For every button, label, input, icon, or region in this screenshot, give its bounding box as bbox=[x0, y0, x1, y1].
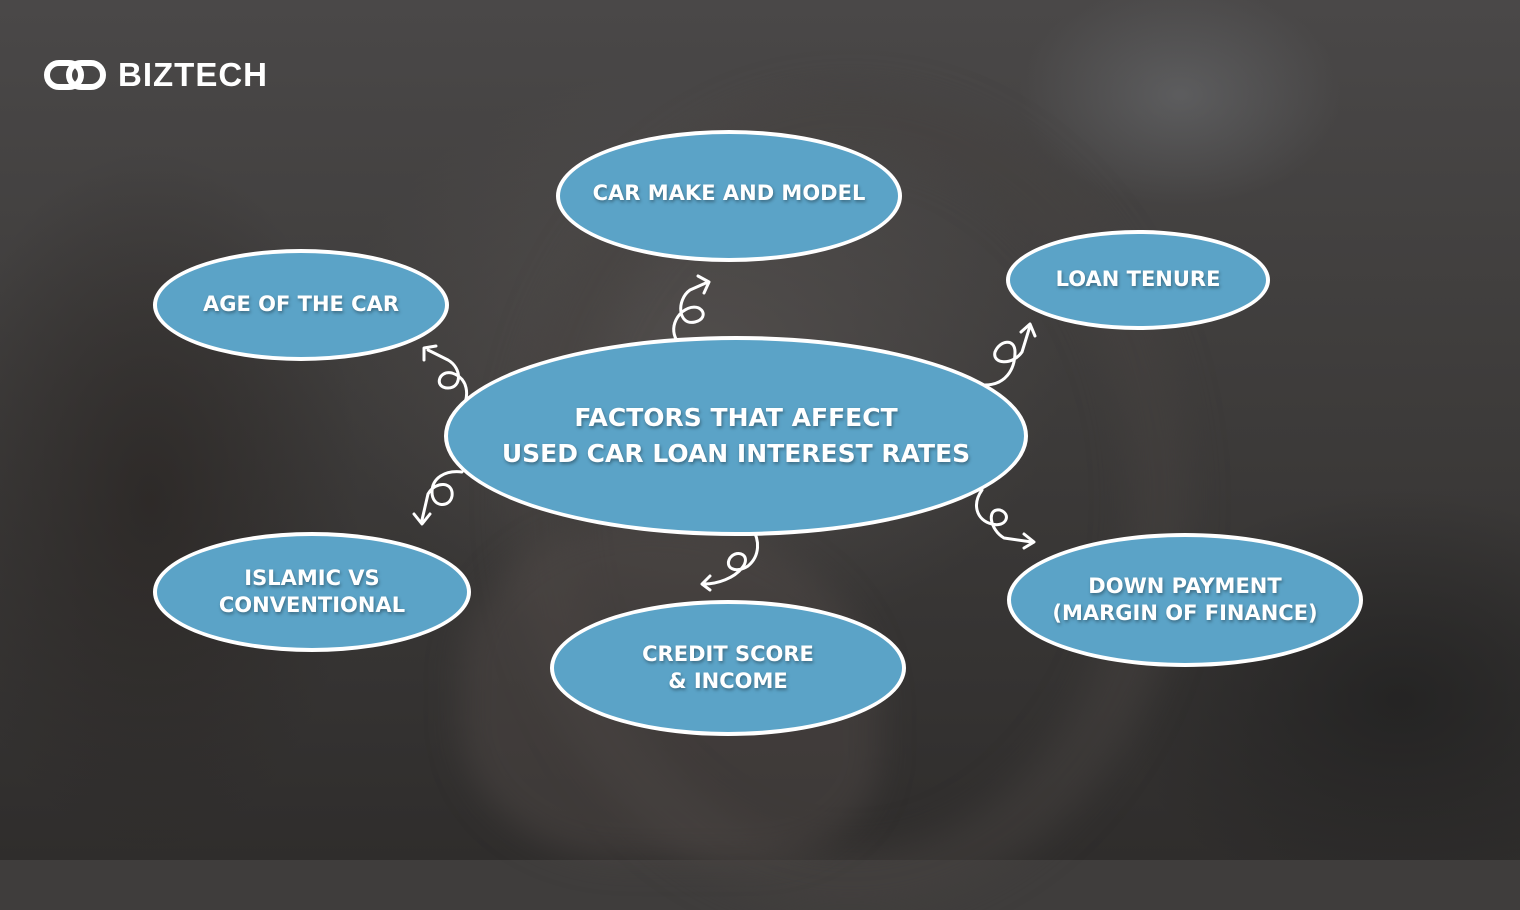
factor-node-age-of-car: AGE OF THE CAR bbox=[153, 249, 449, 361]
factor-node-islamic-vs-conventional: ISLAMIC VS CONVENTIONAL bbox=[153, 532, 471, 652]
factor-node-car-make-model: CAR MAKE AND MODEL bbox=[556, 130, 902, 262]
factor-node-credit-score-income: CREDIT SCORE & INCOME bbox=[550, 600, 906, 736]
central-topic-node: FACTORS THAT AFFECT USED CAR LOAN INTERE… bbox=[444, 336, 1028, 536]
factor-label: CAR MAKE AND MODEL bbox=[592, 181, 866, 206]
brand-name: BIZTECH bbox=[118, 56, 268, 93]
central-topic-line2: USED CAR LOAN INTEREST RATES bbox=[501, 439, 971, 468]
chain-link-icon bbox=[44, 60, 106, 90]
factor-node-down-payment: DOWN PAYMENT (MARGIN OF FINANCE) bbox=[1007, 533, 1363, 667]
central-topic-line1: FACTORS THAT AFFECT bbox=[574, 402, 898, 432]
factor-label-line2: CONVENTIONAL bbox=[218, 593, 406, 617]
factor-label: LOAN TENURE bbox=[1055, 267, 1221, 292]
brand-logo: BIZTECH bbox=[44, 56, 268, 94]
factor-label-line2: & INCOME bbox=[668, 669, 788, 693]
factor-label-line1: DOWN PAYMENT bbox=[1088, 573, 1282, 598]
factor-label-line2: (MARGIN OF FINANCE) bbox=[1052, 601, 1318, 625]
factor-label-line1: CREDIT SCORE bbox=[642, 641, 814, 666]
factor-label: AGE OF THE CAR bbox=[202, 292, 400, 317]
factor-label-line1: ISLAMIC VS bbox=[244, 565, 380, 590]
factor-node-loan-tenure: LOAN TENURE bbox=[1006, 230, 1270, 330]
